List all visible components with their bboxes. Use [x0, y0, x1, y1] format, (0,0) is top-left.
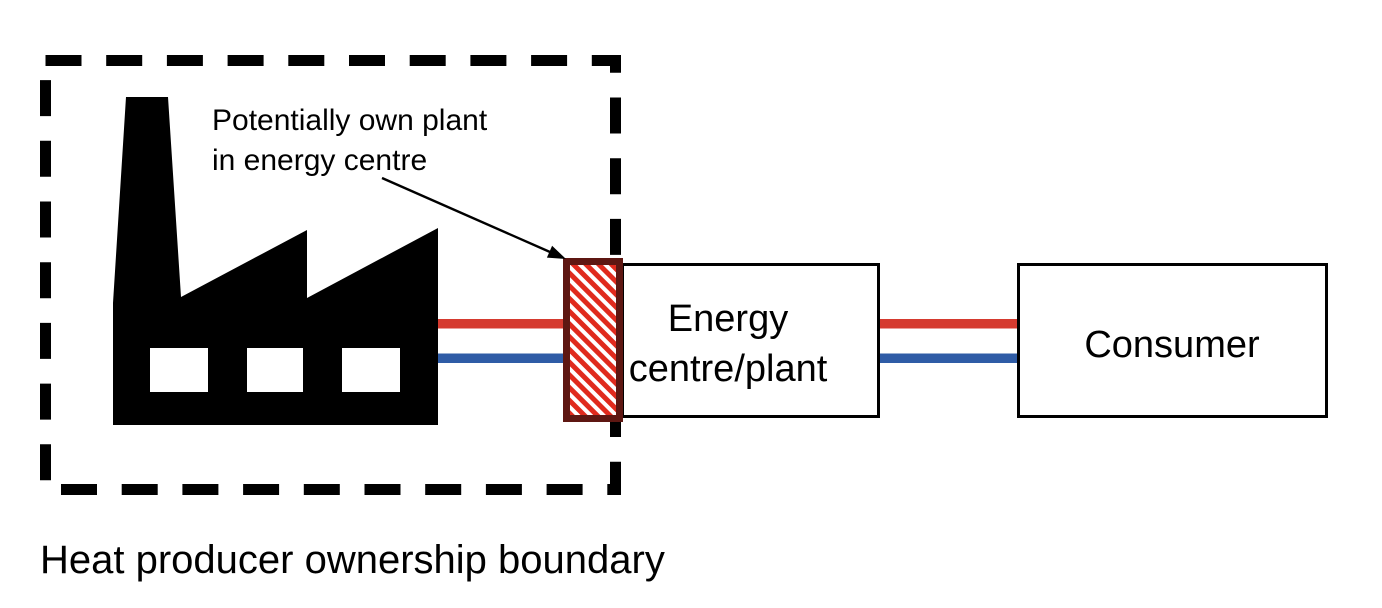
factory-window [150, 348, 208, 392]
factory-window [247, 348, 303, 392]
consumer-label: Consumer [1084, 324, 1260, 366]
heat-producer-boundary-dashed-rect [40, 55, 621, 495]
energy-centre-label-line2: centre/plant [629, 348, 828, 390]
annotation-arrow [381, 176, 566, 259]
annotation-label-line2: in energy centre [212, 144, 427, 177]
annotation-label-line1: Potentially own plant [212, 104, 488, 137]
supply-pipe-producer [437, 319, 566, 329]
red-hatched-plant-marker-icon [563, 258, 623, 422]
consumer-box [1017, 263, 1328, 418]
factory-window [342, 348, 400, 392]
boundary-caption: Heat producer ownership boundary [40, 538, 665, 582]
return-pipe-consumer [878, 353, 1018, 363]
return-pipe-producer [437, 353, 566, 363]
supply-pipe-consumer [878, 319, 1018, 329]
energy-centre-label-line1: Energy [668, 298, 788, 340]
energy-centre-box [621, 263, 880, 418]
factory-icon [113, 97, 438, 425]
